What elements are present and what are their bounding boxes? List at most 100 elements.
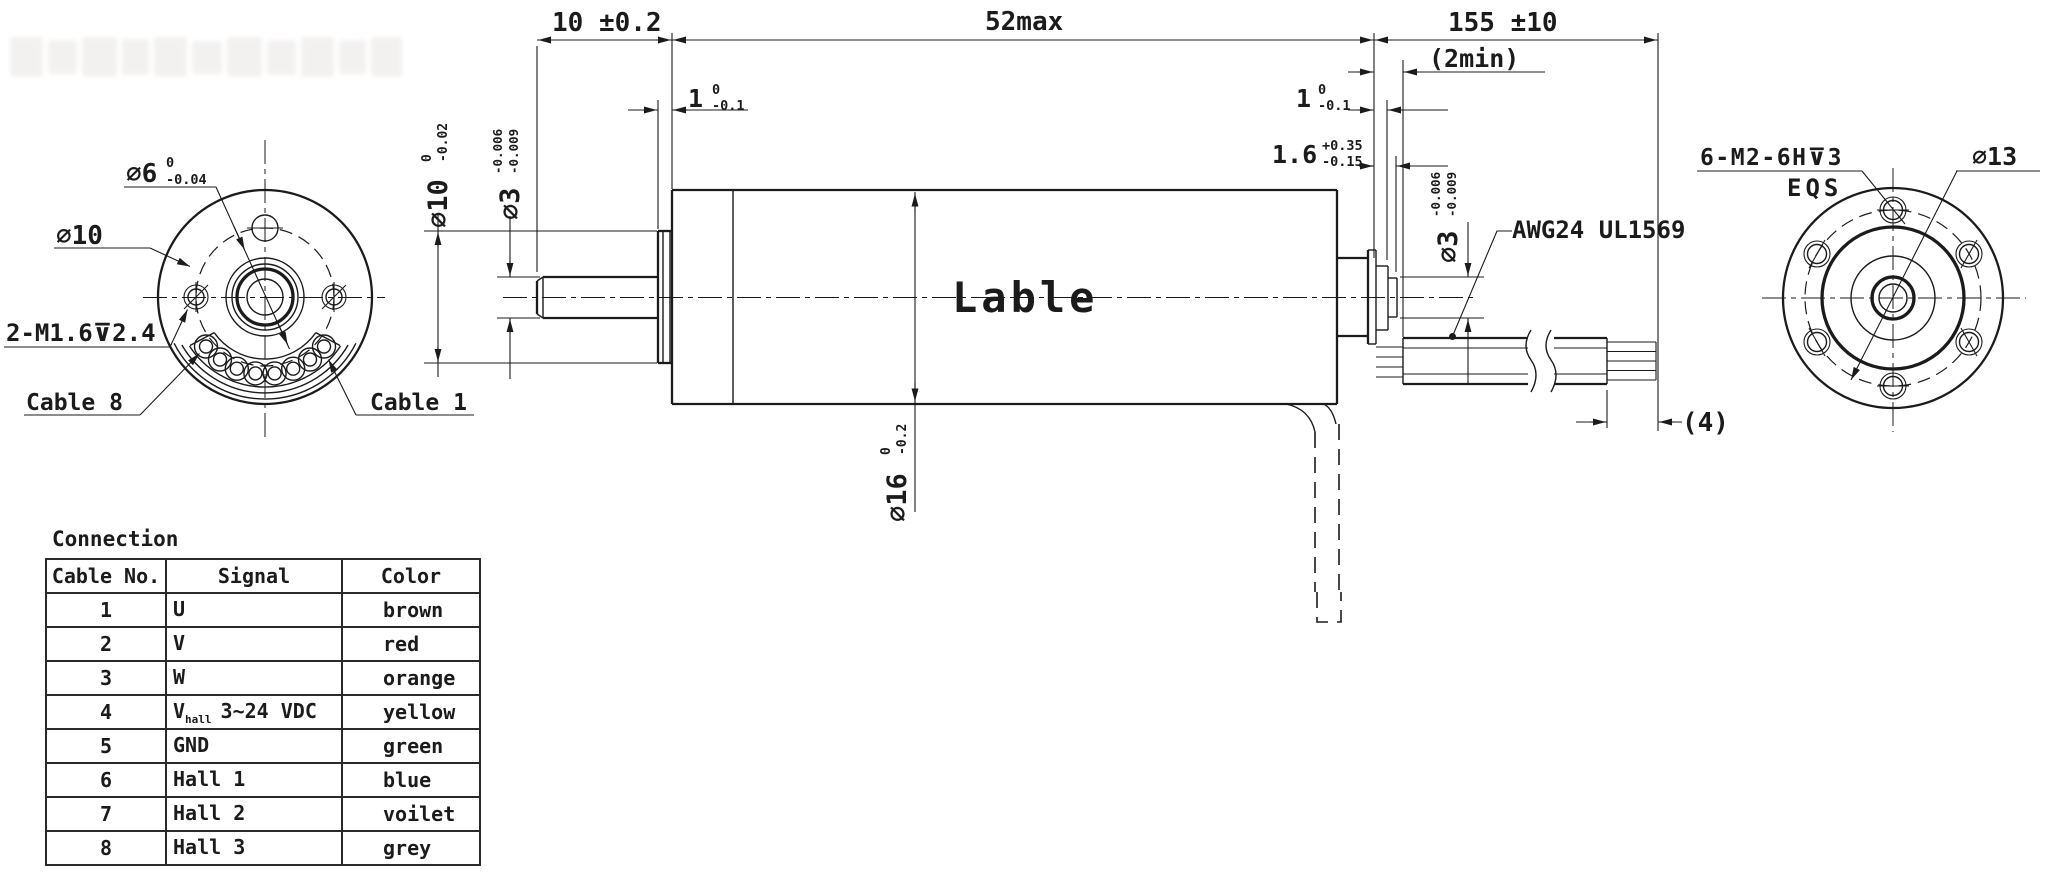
rear-shaft-stub: [1870, 275, 1916, 321]
dim-dia3-rear-value: ∅3: [1433, 230, 1464, 263]
rear-view: 6-M2-6H⊽3 EQS ∅13: [1697, 142, 2040, 432]
header-signal: Signal: [165, 558, 343, 594]
signal-main: U: [173, 596, 186, 621]
cell-signal: Hall 3: [165, 830, 343, 866]
cell-color: yellow: [341, 694, 481, 730]
table-row: 2 V red: [45, 626, 481, 662]
signal-main: V: [173, 630, 186, 655]
dim-cable-length: 155 ±10: [1374, 8, 1659, 431]
cell-cable-no: 7: [45, 796, 167, 832]
side-cable: [1285, 329, 1657, 623]
cell-signal: V: [165, 626, 343, 662]
dim-boss-front: 1 0 -0.1: [628, 82, 748, 229]
signal-rest: 3~24 VDC: [220, 698, 317, 723]
dim-boss-front-tol-bot: -0.1: [712, 98, 745, 114]
cell-color: voilet: [341, 796, 481, 832]
cell-cable-no: 6: [45, 762, 167, 798]
cell-signal: GND: [165, 728, 343, 764]
cable1-label: Cable 1: [370, 390, 467, 416]
dim-dia16-body: ∅16 0 -0.2: [879, 192, 919, 522]
cell-cable-no: 1: [45, 592, 167, 628]
rear-screw-holes: [1803, 196, 1983, 400]
signal-main: Hall 3: [173, 834, 246, 859]
wire-note-label: AWG24 UL1569: [1512, 216, 1685, 244]
signal-main: GND: [173, 732, 210, 757]
dim-pcb-rear-tol-top: 0: [1318, 82, 1326, 98]
front-outer-circle: [156, 188, 374, 406]
dim-stub-rear: 1.6 +0.35 -0.15: [1272, 138, 1448, 272]
connection-table: Cable No. Signal Color 1 U brown 2 V red…: [45, 558, 481, 866]
wire-note-callout: AWG24 UL1569: [1449, 216, 1685, 340]
cell-color: blue: [341, 762, 481, 798]
cell-signal: W: [165, 660, 343, 696]
table-row: 8 Hall 3 grey: [45, 830, 481, 866]
signal-main: Hall 1: [173, 766, 246, 791]
signal-main: Hall 2: [173, 800, 246, 825]
cell-cable-no: 3: [45, 660, 167, 696]
dim-dia3-rear-tol-top: -0.006: [1428, 172, 1443, 217]
table-row: 1 U brown: [45, 592, 481, 628]
cell-signal: Hall 2: [165, 796, 343, 832]
front-dia10-label: ∅10: [56, 221, 103, 251]
dim-dia3-front-tol-bot: -0.009: [506, 129, 521, 174]
front-dia6-tol-bot: -0.04: [166, 172, 207, 188]
dim-stub-rear-tol-top: +0.35: [1322, 138, 1363, 154]
cell-color: green: [341, 728, 481, 764]
dim-cable-length-label: 155 ±10: [1448, 8, 1558, 38]
side-front-boss: [656, 229, 672, 365]
rear-bolt-circle-callout: ∅13: [1850, 142, 2040, 381]
body-label: Lable: [952, 273, 1098, 322]
dim-pcb-rear-value: 1: [1296, 84, 1311, 113]
dim-dia3-front: ∅3 -0.006 -0.009: [490, 129, 540, 379]
rear-tap-callout: 6-M2-6H⊽3 EQS: [1697, 145, 1906, 225]
dim-pcb-rear-tol-bot: -0.1: [1318, 98, 1351, 114]
side-shaft: [535, 275, 658, 320]
rear-outer-circle: [1781, 186, 2005, 410]
wire-note-dot: [1449, 333, 1456, 340]
dim-boss-front-tol-top: 0: [712, 82, 720, 98]
dim-dia10-boss: ∅10 0 -0.02: [420, 123, 657, 377]
table-row: 5 GND green: [45, 728, 481, 764]
rear-tap-label: 6-M2-6H⊽3: [1700, 145, 1843, 171]
dim-body-length-label: 52max: [985, 7, 1063, 37]
dim-shaft-length-label: 10 ±0.2: [552, 8, 662, 38]
front-cable-holes: [193, 334, 337, 386]
dim-stub-rear-value: 1.6: [1272, 140, 1317, 169]
cell-color: orange: [341, 660, 481, 696]
dim-dia16-value: ∅16: [882, 473, 913, 522]
cell-color: grey: [341, 830, 481, 866]
dim-boss-front-value: 1: [688, 84, 703, 113]
cell-cable-no: 5: [45, 728, 167, 764]
dim-dia3-rear-tol-bot: -0.009: [1444, 172, 1459, 217]
dim-dia3-front-value: ∅3: [495, 187, 526, 220]
dim-body-length: 52max: [672, 7, 1375, 258]
dim-dia16-tol-bot: -0.2: [895, 424, 910, 455]
cell-signal: U: [165, 592, 343, 628]
cell-color: brown: [341, 592, 481, 628]
header-color: Color: [341, 558, 481, 594]
front-tap-hole-left: [183, 282, 209, 312]
side-view: Lable: [420, 7, 1729, 623]
rear-bolt-circle: [1804, 209, 1982, 387]
connection-table-title: Connection: [52, 527, 179, 551]
front-tap-hole-right: [321, 282, 347, 312]
dim-dia10-value: ∅10: [423, 179, 454, 228]
front-tap-label: 2-M1.6⊽2.4: [6, 319, 156, 347]
dim-dia10-tol-bot: -0.02: [436, 123, 451, 162]
dim-cable-min-label: (2min): [1429, 44, 1519, 73]
dim-stub-rear-tol-bot: -0.15: [1322, 154, 1363, 170]
front-cable8-callout: Cable 8: [24, 353, 200, 416]
cable8-label: Cable 8: [26, 390, 123, 416]
dim-strip-length-label: (4): [1682, 408, 1729, 438]
front-cable1-callout: Cable 1: [328, 359, 474, 416]
side-rear-stack: [1337, 249, 1398, 345]
connection-table-header-row: Cable No. Signal Color: [45, 558, 481, 594]
rear-eqs-label: EQS: [1787, 174, 1842, 202]
table-row: 7 Hall 2 voilet: [45, 796, 481, 832]
signal-main: W: [173, 664, 186, 689]
dim-dia3-front-tol-top: -0.006: [490, 129, 505, 174]
cell-cable-no: 2: [45, 626, 167, 662]
